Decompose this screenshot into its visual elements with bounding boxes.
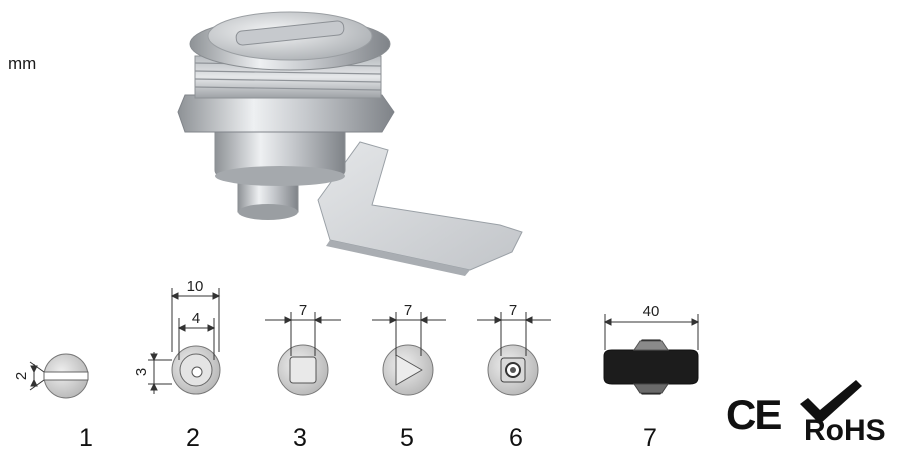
variant-1-number: 1 <box>79 424 93 450</box>
variant-1-dim-height: 2 <box>13 372 30 380</box>
rohs-mark: RoHS <box>804 414 886 447</box>
variant-5-drawing <box>372 312 446 396</box>
variant-2-dim-outer: 10 <box>187 278 204 295</box>
variant-7-dim-width: 40 <box>643 303 660 320</box>
variant-5-number: 5 <box>400 424 414 450</box>
variant-5-dim-width: 7 <box>404 302 412 319</box>
ce-mark: CE <box>726 391 781 438</box>
variant-2-dim-inner: 4 <box>192 310 200 327</box>
variant-drawings <box>29 288 700 399</box>
variant-6-dim-width: 7 <box>509 302 517 319</box>
variant-7-drawing <box>603 314 700 395</box>
variant-2-dim-height: 3 <box>133 368 150 376</box>
checkmark-icon <box>800 380 862 424</box>
variant-1-drawing <box>29 353 89 399</box>
variant-2-number: 2 <box>186 424 200 450</box>
variant-2-drawing <box>148 288 221 395</box>
variant-6-drawing <box>477 312 551 396</box>
unit-label: mm <box>8 54 37 73</box>
variant-3-drawing <box>265 312 341 396</box>
variant-7-number: 7 <box>643 424 657 450</box>
variant-6-number: 6 <box>509 424 523 450</box>
variant-3-dim-width: 7 <box>299 302 307 319</box>
lock-photo-icon <box>177 11 523 276</box>
variant-3-number: 3 <box>293 424 307 450</box>
